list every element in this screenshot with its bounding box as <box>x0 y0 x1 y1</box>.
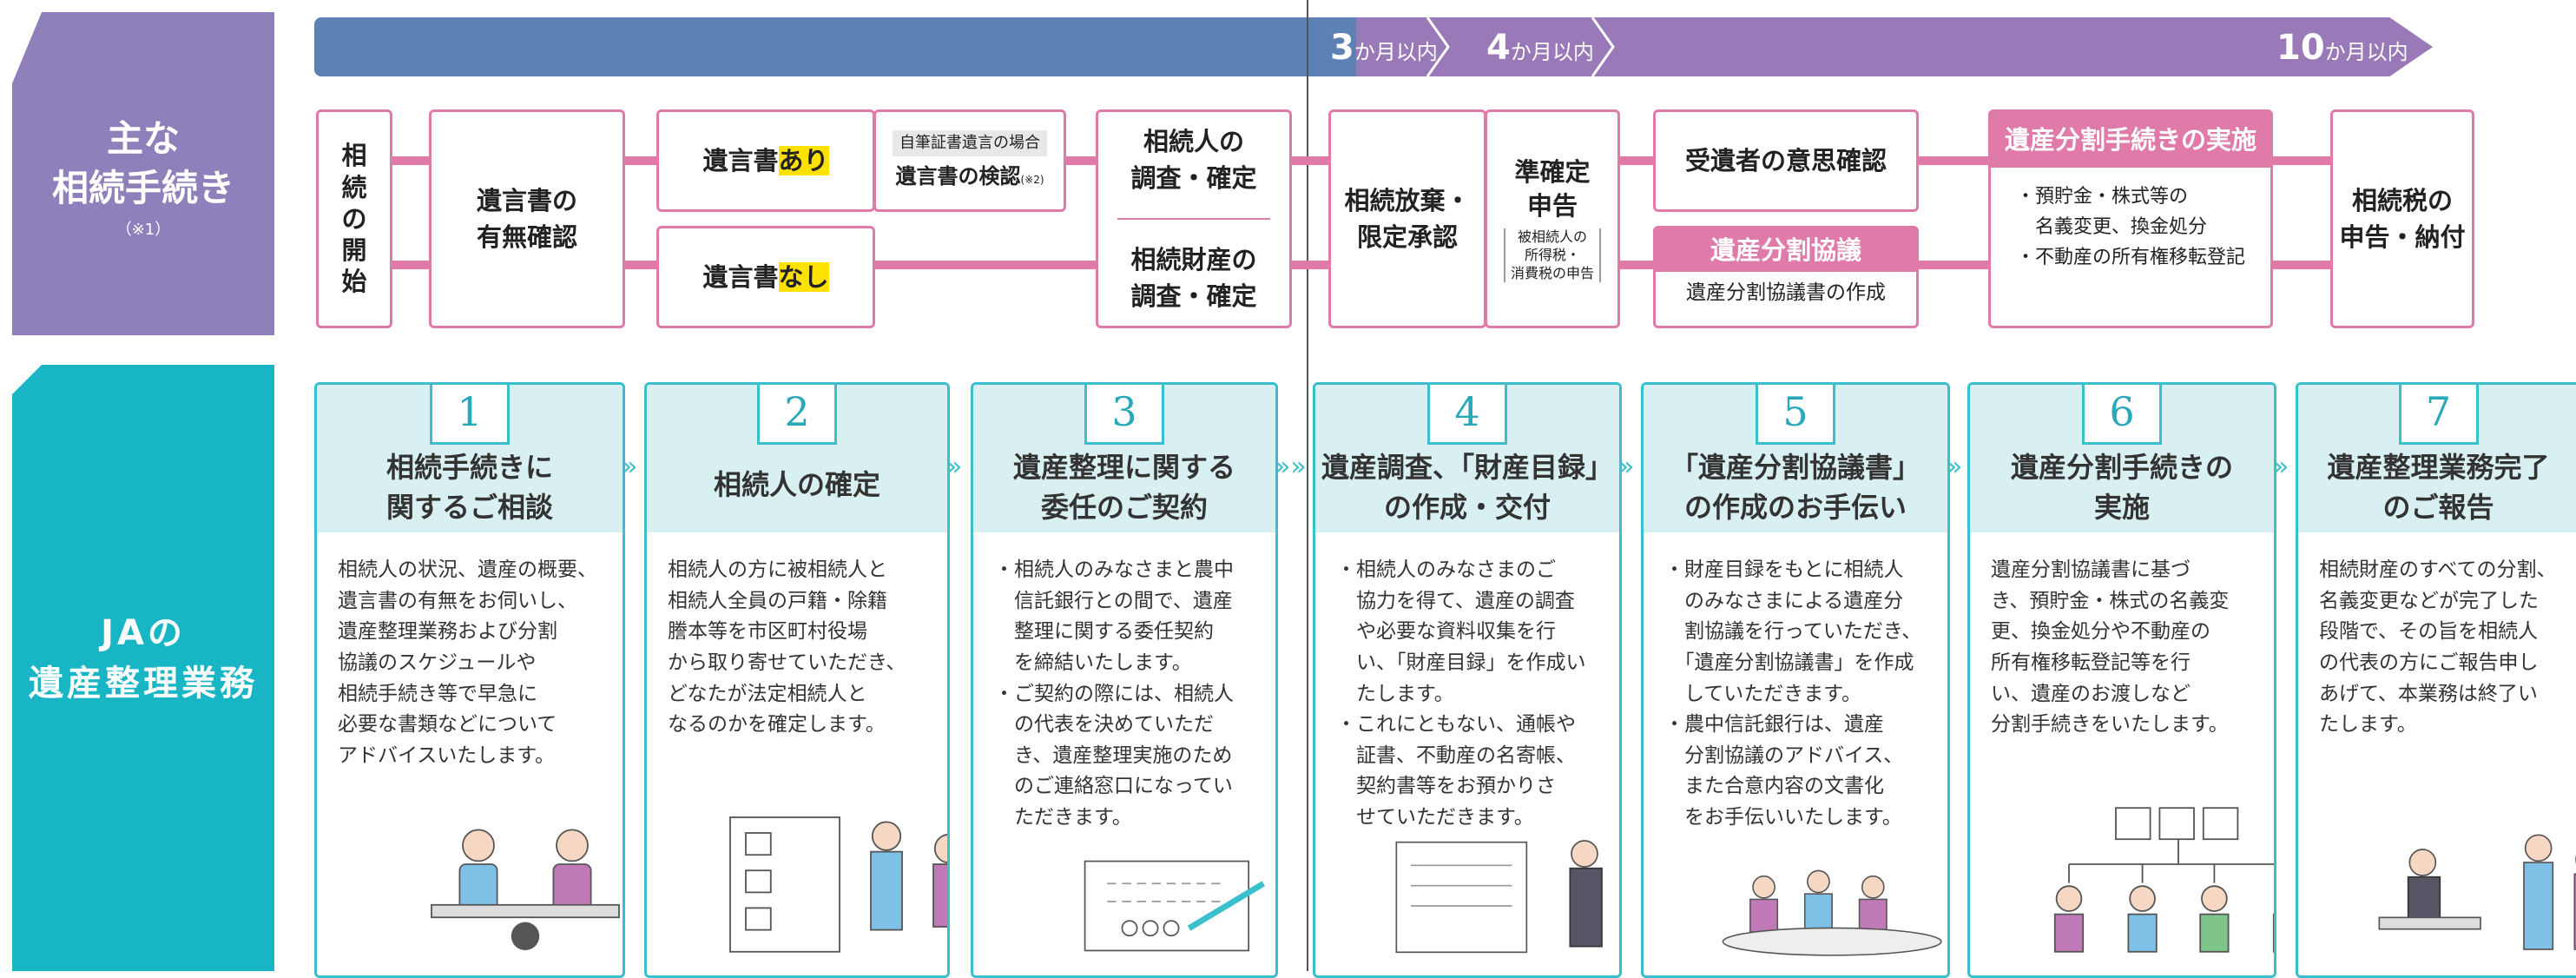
division-talk-box: 遺産分割協議 遺産分割協議書の作成 <box>1653 226 1919 328</box>
legatee-confirm-box: 受遺者の意思確認 <box>1653 109 1919 212</box>
service-card-3: 3 遺産整理に関する 委任のご契約 ・相続人のみなさまと農中 信託銀行との間で、… <box>971 382 1278 978</box>
card-title: 「遺産分割協議書」 の作成のお手伝い <box>1644 447 1947 528</box>
division-doc-label: 遺産分割協議書の作成 <box>1686 279 1886 307</box>
chevron-divider-icon <box>1591 17 1617 76</box>
division-talk-label: 遺産分割協議 <box>1656 228 1916 272</box>
heirs-survey-label: 相続人の 調査・確定 <box>1130 123 1256 196</box>
card-body: ・相続人のみなさまと農中 信託銀行との間で、遺産 整理に関する委任契約 を締結い… <box>994 555 1255 834</box>
card-number: 1 <box>430 385 510 445</box>
timeline-banner: 3か月以内 4か月以内 10か月以内 <box>314 17 2485 76</box>
meeting-illustration-icon <box>1696 862 1950 958</box>
service-card-1: 1 相続手続きに 関するご相談 相続人の状況、遺産の概要、 遺言書の有無をお伺い… <box>314 382 625 978</box>
card-title: 遺産分割手続きの 実施 <box>1970 447 2274 528</box>
service-card-2: 2 相続人の確定 相続人の方に被相続人と 相続人全員の戸籍・除籍 謄本等を市区町… <box>644 382 950 978</box>
inheritance-tax-box: 相続税の 申告・納付 <box>2330 109 2474 328</box>
card-body: 相続人の状況、遺産の概要、 遺言書の有無をお伺いし、 遺産整理業務および分割 協… <box>338 555 602 771</box>
card-body: 遺産分割協議書に基づ き、預貯金・株式の名義変 更、換金処分や不動産の 所有権移… <box>1991 555 2253 741</box>
probate-box: 自筆証書遺言の場合 遺言書の検認(※2) <box>873 109 1066 212</box>
main-procedures-label: 主な 相続手続き <box>12 115 274 213</box>
division-execution-items: ・預貯金・株式等の 名義変更、換金処分 ・不動産の所有権移転登記 <box>2016 182 2245 274</box>
card-body: 相続財産のすべての分割、 名義変更などが完了した 段階で、その旨を相続人 の代表… <box>2319 555 2558 741</box>
main-procedures-panel: 主な 相続手続き （※1） <box>12 12 274 335</box>
card-number: 7 <box>2399 385 2479 445</box>
service-card-5: 5 「遺産分割協議書」 の作成のお手伝い ・財産目録をもとに相続人 のみなさまに… <box>1641 382 1950 978</box>
card-title: 遺産整理に関する 委任のご契約 <box>973 447 1275 528</box>
will-exists-highlight: あり <box>779 146 829 175</box>
chevron-right-icon: » <box>1947 452 1962 482</box>
deadline-4-months: 4か月以内 <box>1486 28 1594 68</box>
chevron-right-icon: »» <box>1275 452 1307 482</box>
card-body: 相続人の方に被相続人と 相続人全員の戸籍・除籍 謄本等を市区町村役場 から取り寄… <box>668 555 926 741</box>
quasi-final-return-box: 準確定 申告 被相続人の 所得税・ 消費税の申告 <box>1485 109 1620 328</box>
timeline-segment-blue <box>314 17 1356 76</box>
inheritance-start-box: 相 続 の 開 始 <box>316 109 392 328</box>
renunciation-box: 相続放棄・ 限定承認 <box>1328 109 1486 328</box>
ja-service-panel: JAの 遺産整理業務 <box>12 365 274 971</box>
asset-distribution-icon <box>2022 802 2276 958</box>
completion-report-icon <box>2350 828 2576 958</box>
chevron-right-icon: » <box>946 452 962 482</box>
card-number: 3 <box>1084 385 1164 445</box>
footnote-1: （※1） <box>12 217 274 240</box>
card-body: ・財産目録をもとに相続人 のみなさまによる遺産分 割協議を行っていただき、 「遺… <box>1664 555 1927 834</box>
heirs-assets-box: 相続人の 調査・確定 相続財産の 調査・確定 <box>1096 109 1292 328</box>
division-execution-box: 遺産分割手続きの実施 ・預貯金・株式等の 名義変更、換金処分 ・不動産の所有権移… <box>1988 109 2273 328</box>
card-number: 4 <box>1427 385 1507 445</box>
probate-tag: 自筆証書遺言の場合 <box>893 130 1047 156</box>
quasi-final-return-title: 準確定 申告 <box>1514 155 1590 223</box>
asset-inventory-icon <box>1367 828 1622 958</box>
will-exists-box: 遺言書あり <box>656 109 875 212</box>
assets-survey-label: 相続財産の 調査・確定 <box>1130 241 1256 314</box>
will-none-highlight: なし <box>779 262 829 292</box>
card-title: 相続手続きに 関するご相談 <box>317 447 623 528</box>
service-card-6: 6 遺産分割手続きの 実施 遺産分割協議書に基づ き、預貯金・株式の名義変 更、… <box>1967 382 2276 978</box>
consultation-illustration-icon <box>369 802 625 958</box>
chevron-right-icon: » <box>2273 452 2289 482</box>
quasi-final-return-note: 被相続人の 所得税・ 消費税の申告 <box>1504 228 1601 282</box>
will-check-box: 遺言書の 有無確認 <box>429 109 625 328</box>
card-number: 2 <box>757 385 837 445</box>
chevron-right-icon: » <box>1618 452 1634 482</box>
deadline-10-months: 10か月以内 <box>2276 28 2408 68</box>
card-title: 相続人の確定 <box>647 465 947 505</box>
chevron-right-icon: » <box>622 452 637 482</box>
documents-illustration-icon <box>699 802 950 958</box>
service-card-7: 7 遺産整理業務完了 のご報告 相続財産のすべての分割、 名義変更などが完了した… <box>2296 382 2576 978</box>
ja-service-label: JAの 遺産整理業務 <box>12 608 274 709</box>
will-none-box: 遺言書なし <box>656 226 875 328</box>
card-title: 遺産調査、「財産目録」 の作成・交付 <box>1315 447 1619 528</box>
contract-signing-icon <box>1025 854 1278 958</box>
deadline-divider-line <box>1307 0 1308 971</box>
deadline-3-months: 3か月以内 <box>1330 28 1438 68</box>
card-number: 5 <box>1756 385 1835 445</box>
card-number: 6 <box>2082 385 2162 445</box>
card-title: 遺産整理業務完了 のご報告 <box>2298 447 2576 528</box>
service-card-4: 4 遺産調査、「財産目録」 の作成・交付 ・相続人のみなさまのご 協力を得て、遺… <box>1313 382 1622 978</box>
card-body: ・相続人のみなさまのご 協力を得て、遺産の調査 や必要な資料収集を行 い、「財産… <box>1336 555 1598 834</box>
division-execution-label: 遺産分割手続きの実施 <box>1991 112 2270 168</box>
